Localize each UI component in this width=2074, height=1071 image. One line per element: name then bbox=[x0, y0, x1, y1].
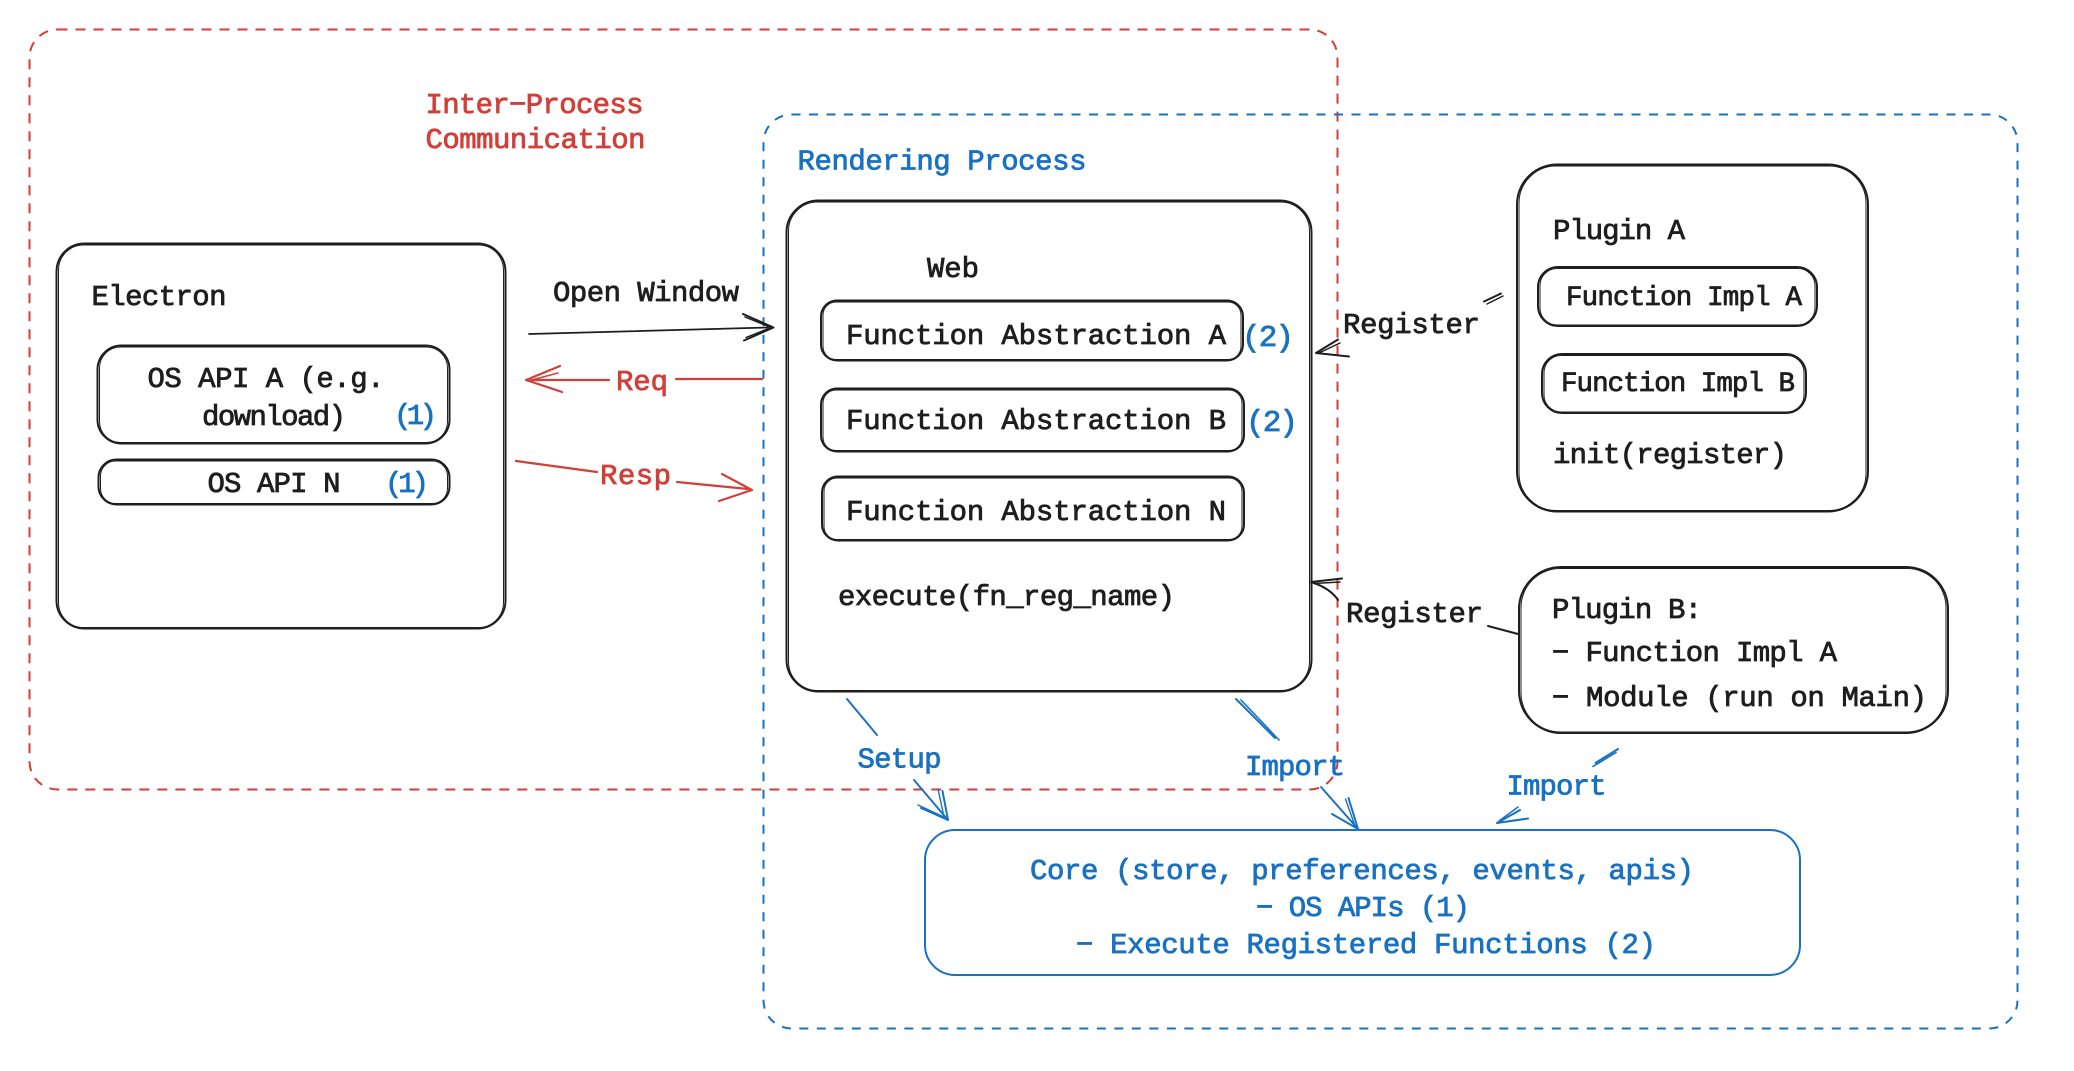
svg-text:OS API A (e.g.: OS API A (e.g. bbox=[148, 363, 385, 396]
svg-text:Core (store, preferences, even: Core (store, preferences, events, apis) bbox=[1030, 855, 1694, 888]
svg-text:Inter−Process: Inter−Process bbox=[426, 89, 644, 122]
svg-text:(1): (1) bbox=[385, 468, 429, 501]
svg-text:Function Abstraction B: Function Abstraction B bbox=[846, 405, 1226, 438]
svg-text:− Function Impl A: − Function Impl A bbox=[1552, 637, 1838, 670]
svg-text:Electron: Electron bbox=[92, 281, 227, 314]
svg-text:Register: Register bbox=[1346, 598, 1483, 631]
svg-text:Communication: Communication bbox=[426, 124, 646, 157]
svg-text:Rendering Process: Rendering Process bbox=[798, 146, 1087, 179]
svg-text:Function Impl B: Function Impl B bbox=[1561, 369, 1795, 400]
svg-text:Req: Req bbox=[616, 366, 668, 399]
svg-text:Register: Register bbox=[1343, 309, 1480, 342]
svg-text:execute(fn_reg_name): execute(fn_reg_name) bbox=[838, 581, 1175, 614]
svg-text:Resp: Resp bbox=[600, 460, 671, 493]
svg-text:Plugin B:: Plugin B: bbox=[1552, 594, 1702, 627]
svg-text:Function Impl A: Function Impl A bbox=[1566, 283, 1802, 314]
svg-text:− Execute Registered Functions: − Execute Registered Functions (2) bbox=[1076, 929, 1656, 962]
svg-text:download): download) bbox=[202, 401, 346, 434]
svg-text:(2): (2) bbox=[1246, 406, 1298, 441]
svg-text:Plugin A: Plugin A bbox=[1553, 215, 1686, 248]
svg-text:Setup: Setup bbox=[858, 744, 942, 777]
svg-text:OS API N: OS API N bbox=[208, 468, 341, 501]
svg-text:Function Abstraction N: Function Abstraction N bbox=[846, 496, 1226, 529]
svg-text:Import: Import bbox=[1507, 771, 1607, 804]
svg-text:Import: Import bbox=[1245, 751, 1345, 784]
svg-text:(1): (1) bbox=[394, 400, 437, 433]
svg-text:(2): (2) bbox=[1242, 321, 1294, 356]
svg-text:Function Abstraction A: Function Abstraction A bbox=[846, 320, 1227, 353]
svg-text:− OS APIs (1): − OS APIs (1) bbox=[1256, 892, 1470, 925]
svg-text:− Module (run on Main): − Module (run on Main) bbox=[1552, 682, 1927, 715]
svg-text:init(register): init(register) bbox=[1553, 439, 1787, 472]
svg-text:Open Window: Open Window bbox=[553, 277, 740, 310]
svg-text:Web: Web bbox=[927, 253, 979, 286]
